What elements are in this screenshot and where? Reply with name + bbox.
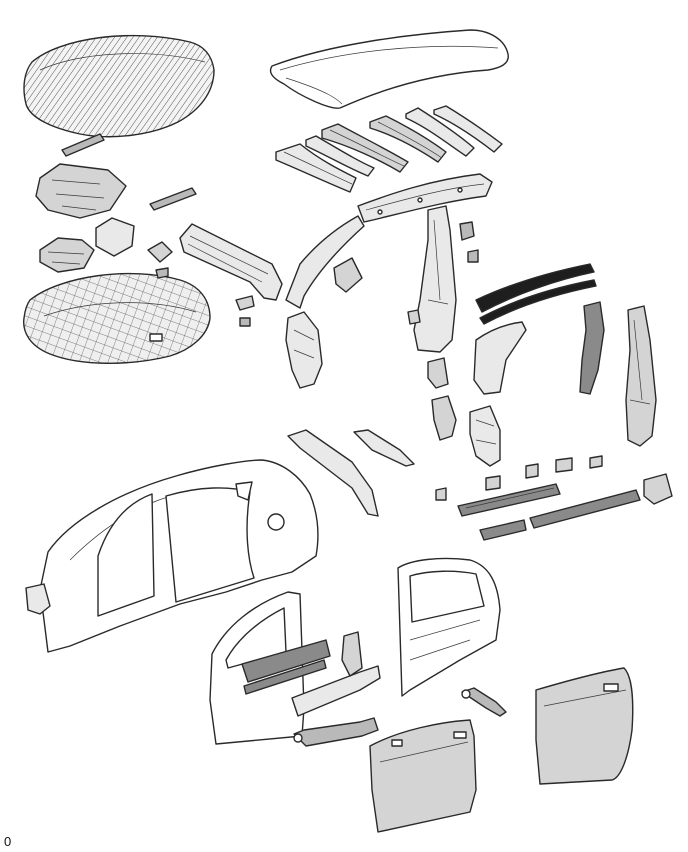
roof-bow-5 [433, 105, 503, 153]
door-check-rear [461, 687, 507, 717]
door-check-front [293, 717, 379, 747]
roof-panel [269, 29, 509, 109]
rocker-brackets [435, 455, 603, 501]
center-pillar-inner [407, 205, 479, 353]
rocker-panel-inner [457, 483, 561, 517]
roof-weatherstrip [475, 263, 597, 325]
cowl-panel [179, 223, 283, 301]
rocker-panel-outer [479, 473, 673, 541]
dash-brackets [35, 163, 135, 273]
roof-bow-4 [405, 107, 475, 157]
body-side-outer-panel [25, 459, 319, 653]
front-pillar [285, 215, 365, 389]
front-apron [287, 429, 415, 517]
hood-inner-panel [23, 272, 211, 364]
figure-id: 0 [4, 834, 12, 849]
roof-bow-2 [321, 123, 409, 173]
roof-bow-1 [305, 135, 375, 177]
hood-outer-panel [23, 34, 215, 138]
rear-door-frame [397, 557, 501, 697]
roof-reinforcement-front [275, 143, 357, 193]
hood-clip-strip [61, 133, 105, 157]
rear-door-outer-panel [535, 667, 634, 785]
quarter-pillar [473, 301, 657, 447]
center-pillar-reinforcement [427, 357, 501, 467]
roof-side-rail [357, 173, 493, 223]
roof-bow-3 [369, 115, 447, 163]
cowl-small-brackets [147, 241, 255, 327]
front-door-frame [209, 591, 381, 745]
front-door-outer-panel [369, 719, 477, 833]
hood-hinge-bracket [149, 187, 197, 211]
